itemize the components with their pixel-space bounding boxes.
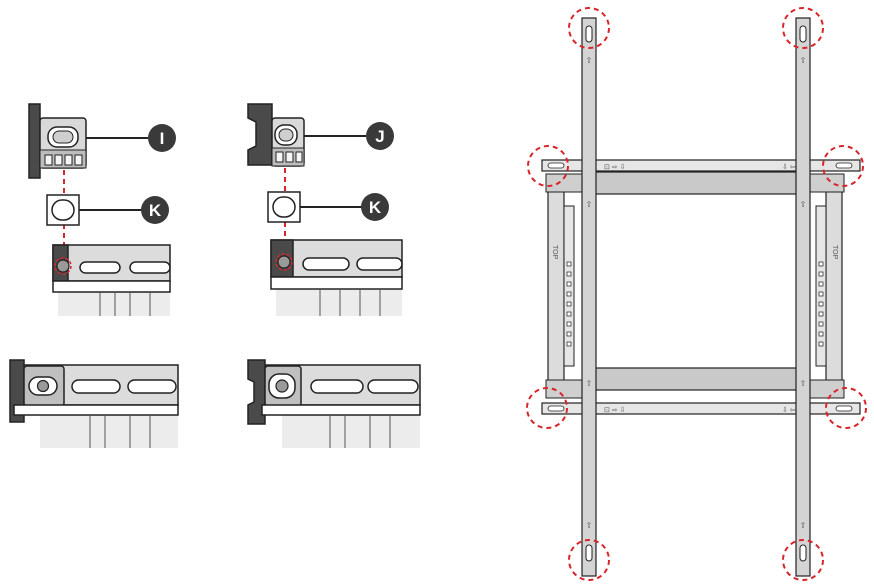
highlight-bottom-left-rail bbox=[526, 387, 568, 429]
right-side-bracket: TOP bbox=[807, 173, 845, 399]
part-i-detail: I K bbox=[28, 103, 176, 316]
bottom-rail bbox=[541, 402, 861, 415]
svg-text:⇧: ⇧ bbox=[586, 200, 593, 209]
right-vertical-arm: ⇧ ⇧ ⇧ ⇧ bbox=[795, 17, 811, 577]
callout-i-label: I bbox=[160, 129, 165, 148]
callout-k-label-2: K bbox=[369, 198, 382, 217]
svg-text:⇧: ⇧ bbox=[800, 379, 807, 388]
callout-i-badge bbox=[148, 124, 176, 152]
svg-text:⊡ ⇨ ⇩: ⊡ ⇨ ⇩ bbox=[604, 163, 626, 171]
frame-assembly: ⊡ ⇨ ⇩ ⇩ ⇦ ⊡ ⇨ ⇩ ⇩ ⇦ TOP TOP bbox=[526, 7, 867, 581]
svg-text:⇧: ⇧ bbox=[800, 521, 807, 530]
svg-text:⇩ ⇦: ⇩ ⇦ bbox=[782, 163, 796, 171]
upper-horizontal-plate bbox=[589, 171, 801, 195]
callout-j-badge bbox=[366, 122, 394, 150]
top-rail bbox=[541, 159, 861, 172]
highlight-bottom-left-arm bbox=[568, 539, 610, 581]
lower-horizontal-plate bbox=[589, 367, 801, 391]
left-side-bracket: TOP bbox=[545, 173, 583, 399]
svg-text:⊡ ⇨ ⇩: ⊡ ⇨ ⇩ bbox=[604, 406, 626, 414]
callout-k-badge-2 bbox=[361, 193, 389, 221]
part-j-detail: J K bbox=[247, 103, 403, 316]
callout-j-label: J bbox=[375, 127, 384, 146]
callout-k-badge-1 bbox=[141, 196, 169, 224]
svg-text:⇧: ⇧ bbox=[586, 56, 593, 65]
svg-text:⇧: ⇧ bbox=[586, 379, 593, 388]
svg-text:⇧: ⇧ bbox=[586, 521, 593, 530]
top-label-right: TOP bbox=[831, 245, 838, 260]
highlight-top-left-rail bbox=[527, 145, 569, 187]
callout-k-label-1: K bbox=[149, 201, 162, 220]
svg-text:⇧: ⇧ bbox=[800, 200, 807, 209]
svg-text:⇧: ⇧ bbox=[800, 56, 807, 65]
assembled-i-detail bbox=[9, 359, 179, 448]
top-label-left: TOP bbox=[551, 245, 558, 260]
highlight-bottom-right-arm bbox=[782, 539, 824, 581]
left-vertical-arm: ⇧ ⇧ ⇧ ⇧ bbox=[581, 17, 597, 577]
highlight-top-right-arm bbox=[782, 7, 824, 49]
highlight-bottom-right-rail bbox=[825, 387, 867, 429]
highlight-top-left-arm bbox=[568, 7, 610, 49]
assembled-j-detail bbox=[247, 359, 421, 448]
highlight-top-right-rail bbox=[822, 145, 864, 187]
svg-text:⇩ ⇦: ⇩ ⇦ bbox=[782, 406, 796, 414]
